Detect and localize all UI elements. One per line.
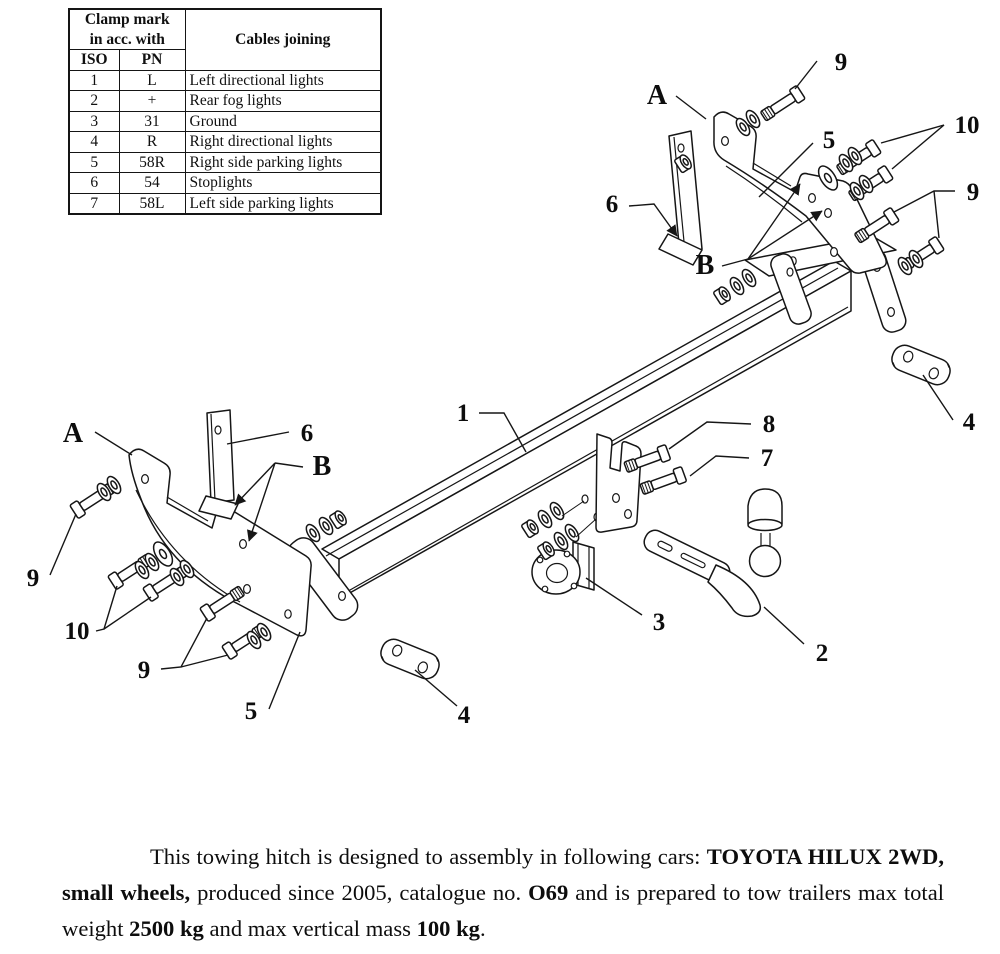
pn-cell: R bbox=[118, 131, 186, 153]
callout-8: 8 bbox=[763, 411, 776, 438]
table-row: 6 54 Stoplights bbox=[68, 172, 382, 194]
description-text: This towing hitch is designed to assembl… bbox=[150, 843, 707, 869]
spacer-plate-right bbox=[887, 340, 955, 390]
iso-cell: 5 bbox=[68, 151, 120, 173]
iso-cell: 7 bbox=[68, 192, 120, 215]
assembly-diagram: A 9 5 10 9 6 B 1 8 7 4 A 6 B 9 10 9 5 3 … bbox=[27, 49, 980, 729]
table-header-row: Clamp mark in acc. with Cables joining bbox=[68, 8, 382, 71]
callout-6-left: 6 bbox=[301, 420, 314, 447]
iso-cell: 2 bbox=[68, 90, 120, 112]
clamp-mark-header: Clamp mark in acc. with bbox=[68, 8, 186, 50]
pn-column-header: PN bbox=[118, 49, 186, 71]
pn-cell: 58R bbox=[118, 151, 186, 173]
cable-cell: Stoplights bbox=[184, 172, 382, 194]
max-weight-bold: 2500 kg bbox=[129, 915, 204, 941]
callout-4-bottom: 4 bbox=[458, 702, 471, 729]
callout-5-left: 5 bbox=[245, 698, 258, 725]
iso-column-header: ISO bbox=[68, 49, 120, 71]
clamp-mark-header-line1: Clamp mark bbox=[84, 11, 170, 28]
callout-b-right: B bbox=[696, 250, 715, 281]
description-text: produced since 2005, catalogue no. bbox=[190, 879, 529, 905]
callout-6-right: 6 bbox=[606, 191, 619, 218]
table-row: 1 L Left directional lights bbox=[68, 69, 382, 91]
right-strap-plate bbox=[658, 130, 703, 266]
catalogue-number-bold: O69 bbox=[528, 879, 569, 905]
spacer-plate-bottom bbox=[376, 634, 444, 684]
socket-plate bbox=[531, 541, 595, 595]
center-mount-bracket bbox=[595, 433, 642, 533]
cables-joining-header: Cables joining bbox=[184, 8, 382, 71]
pn-cell: 31 bbox=[118, 110, 186, 132]
iso-cell: 6 bbox=[68, 172, 120, 194]
callout-5-right: 5 bbox=[823, 127, 836, 154]
clamp-mark-header-line2: in acc. with bbox=[89, 30, 165, 48]
table-row: 5 58R Right side parking lights bbox=[68, 151, 382, 173]
description-text: . bbox=[479, 915, 486, 941]
pn-cell: 54 bbox=[118, 172, 186, 194]
callout-10-left: 10 bbox=[65, 618, 90, 645]
callout-2: 2 bbox=[816, 640, 829, 667]
cable-cell: Ground bbox=[184, 110, 382, 132]
crossbar-beam bbox=[321, 260, 852, 600]
left-strap-plate bbox=[198, 409, 239, 520]
cable-cell: Left directional lights bbox=[184, 69, 382, 91]
tow-ball bbox=[643, 488, 783, 618]
iso-cell: 1 bbox=[68, 69, 120, 91]
description-text: and is prepared to tow trailers max tota… bbox=[62, 879, 945, 941]
cable-cell: Right directional lights bbox=[184, 131, 382, 153]
pn-cell: + bbox=[118, 90, 186, 112]
callout-7: 7 bbox=[761, 445, 774, 472]
table-row: 7 58L Left side parking lights bbox=[68, 192, 382, 215]
car-model-bold: TOYOTA HILUX 2WD, small wheels, bbox=[62, 843, 945, 905]
callout-a-left: A bbox=[63, 418, 84, 449]
table-subheader-row: ISO PN bbox=[68, 49, 381, 71]
callout-9-right: 9 bbox=[967, 179, 980, 206]
iso-cell: 4 bbox=[68, 131, 120, 153]
iso-cell: 3 bbox=[68, 110, 120, 132]
table-row: 2 + Rear fog lights bbox=[68, 90, 382, 112]
callout-a-right: A bbox=[647, 80, 668, 111]
fasteners-center bbox=[520, 443, 688, 562]
callout-4-right: 4 bbox=[963, 409, 976, 436]
clamp-mark-table: Clamp mark in acc. with Cables joining I… bbox=[68, 8, 382, 215]
callout-leaders bbox=[49, 60, 955, 710]
callout-labels: A 9 5 10 9 6 B 1 8 7 4 A 6 B 9 10 9 5 3 … bbox=[27, 49, 980, 729]
description-paragraph: This towing hitch is designed to assembl… bbox=[62, 839, 944, 947]
callout-9-upper-left: 9 bbox=[27, 565, 40, 592]
callout-1: 1 bbox=[457, 400, 470, 427]
callout-10-right: 10 bbox=[955, 112, 980, 139]
callout-9-top: 9 bbox=[835, 49, 848, 76]
table-row: 3 31 Ground bbox=[68, 110, 382, 132]
cable-cell: Left side parking lights bbox=[184, 192, 382, 215]
cable-cell: Rear fog lights bbox=[184, 90, 382, 112]
callout-3: 3 bbox=[653, 609, 666, 636]
left-side-bracket bbox=[128, 448, 312, 637]
vertical-mass-bold: 100 kg bbox=[416, 915, 480, 941]
callout-b-left: B bbox=[313, 451, 332, 482]
cable-cell: Right side parking lights bbox=[184, 151, 382, 173]
pn-cell: L bbox=[118, 69, 186, 91]
pn-cell: 58L bbox=[118, 192, 186, 215]
table-row: 4 R Right directional lights bbox=[68, 131, 382, 153]
callout-9-lower-left: 9 bbox=[138, 657, 151, 684]
description-text: and max vertical mass bbox=[203, 915, 417, 941]
